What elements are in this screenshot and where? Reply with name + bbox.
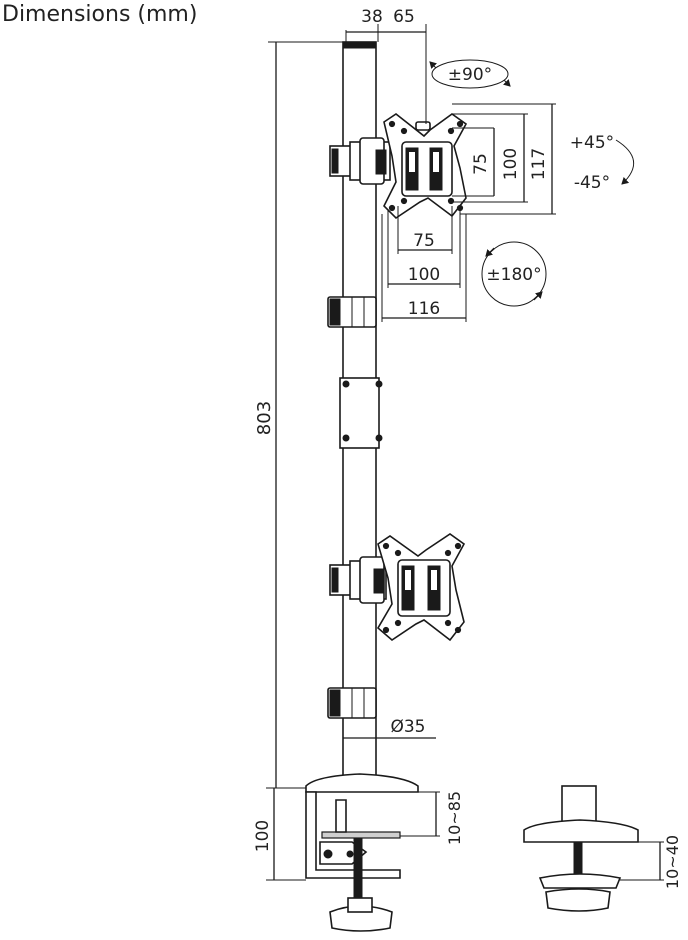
desk-clamp xyxy=(305,791,401,932)
label-vv-100: 100 xyxy=(501,148,521,180)
base-plate xyxy=(305,773,419,793)
dimension-top-offset: 38 65 xyxy=(345,7,427,124)
label-plus45: +45° xyxy=(570,133,614,153)
label-vh-100: 100 xyxy=(408,265,440,285)
label-clamp-100: 100 xyxy=(253,820,273,852)
dimension-vesa-vertical: 75 100 117 xyxy=(452,103,556,215)
dimension-clamp-height: 100 xyxy=(253,787,306,881)
upper-vesa-plate xyxy=(383,113,468,220)
lower-arm-bracket xyxy=(329,556,387,604)
upper-arm-bracket xyxy=(329,137,391,185)
label-clamp-range: 10~85 xyxy=(445,791,464,845)
dimension-vesa-horizontal: 75 100 116 xyxy=(381,206,467,322)
rotation-180: ±180° xyxy=(481,241,547,307)
label-90: ±90° xyxy=(448,65,492,85)
label-minus45: -45° xyxy=(574,173,610,193)
label-vh-116: 116 xyxy=(408,299,440,319)
label-vv-117: 117 xyxy=(529,148,549,180)
dimension-diameter: Ø35 xyxy=(343,717,436,746)
tilt-45: +45° -45° xyxy=(570,133,634,193)
label-38: 38 xyxy=(361,7,383,27)
grommet-detail xyxy=(523,785,639,912)
label-65: 65 xyxy=(393,7,415,27)
lower-vesa-plate xyxy=(376,533,466,642)
lower-collar xyxy=(327,687,377,719)
label-180: ±180° xyxy=(486,265,541,285)
dimension-clamp-range: 10~85 xyxy=(400,791,464,845)
label-diameter: Ø35 xyxy=(390,717,425,737)
upper-collar xyxy=(327,296,377,328)
page-title: Dimensions (mm) xyxy=(2,2,198,27)
label-grommet-range: 10~40 xyxy=(663,835,682,889)
label-vh-75: 75 xyxy=(413,231,435,251)
label-vv-75: 75 xyxy=(471,153,491,175)
label-803: 803 xyxy=(254,401,275,435)
dimension-grommet-range: 10~40 xyxy=(620,835,682,889)
rotation-90: ±90° xyxy=(429,59,511,89)
